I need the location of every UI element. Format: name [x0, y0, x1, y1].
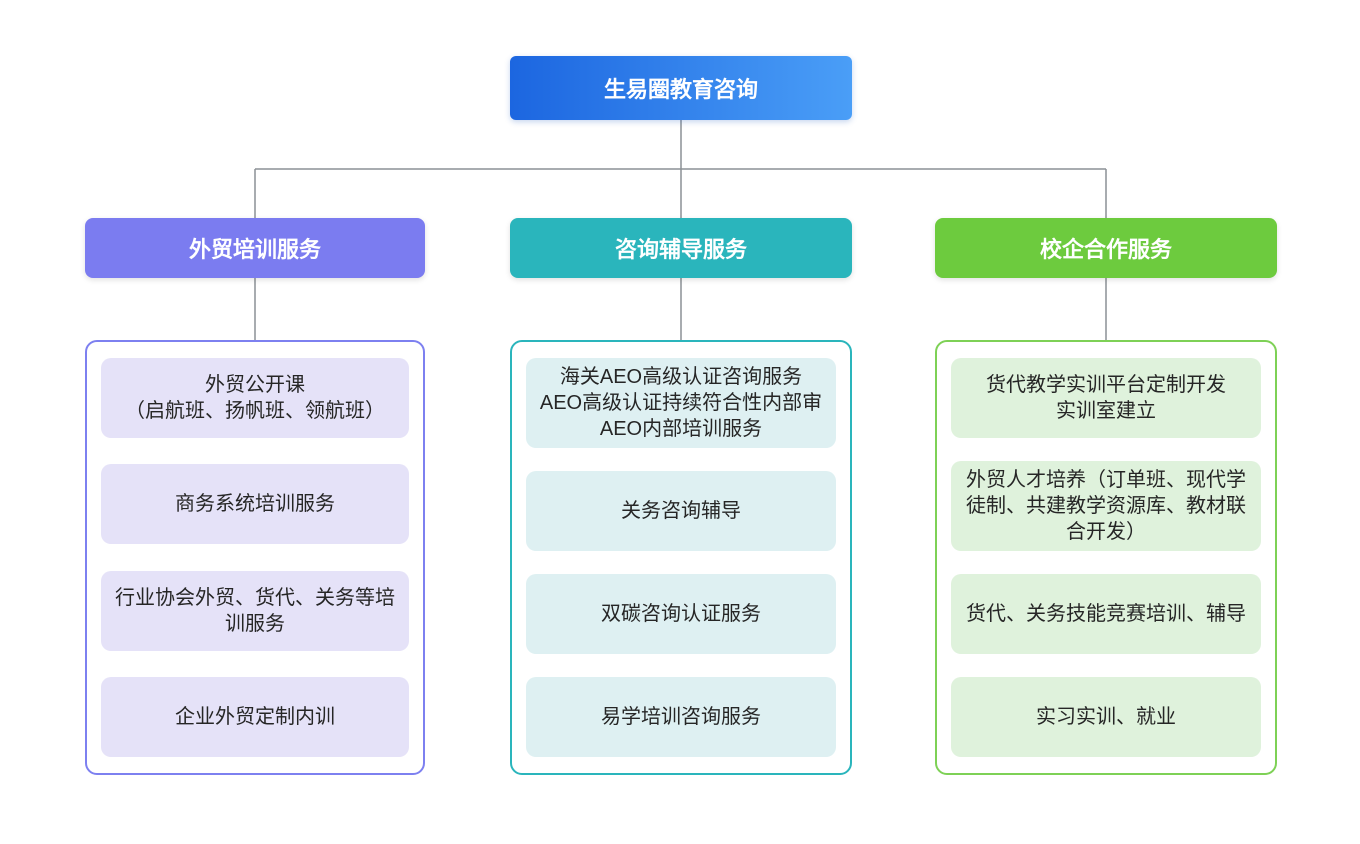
service-item-label: 关务咨询辅导 [621, 500, 741, 522]
service-item: 货代教学实训平台定制开发 实训室建立 [951, 358, 1261, 438]
service-item-label: 外贸公开课 （启航班、扬帆班、领航班） [125, 374, 385, 422]
branch-header-label: 校企合作服务 [1039, 237, 1172, 262]
branch-panel-school-enterprise: 货代教学实训平台定制开发 实训室建立 外贸人才培养（订单班、现代学徒制、共建教学… [935, 340, 1277, 775]
service-item: 企业外贸定制内训 [101, 676, 409, 757]
service-item-label: 外贸人才培养（订单班、现代学徒制、共建教学资源库、教材联合开发） [966, 469, 1246, 543]
service-item: 外贸公开课 （启航班、扬帆班、领航班） [101, 358, 409, 438]
root-node-label: 生易圈教育咨询 [603, 77, 758, 102]
service-item: 海关AEO高级认证咨询服务 AEO高级认证持续符合性内部审 AEO内部培训服务 [526, 358, 836, 448]
service-item: 商务系统培训服务 [101, 464, 409, 545]
branch-header-label: 咨询辅导服务 [614, 237, 747, 262]
branch-header-school-enterprise: 校企合作服务 [935, 218, 1277, 278]
root-node: 生易圈教育咨询 [510, 56, 852, 120]
service-item-label: 货代、关务技能竞赛培训、辅导 [966, 603, 1246, 625]
service-item-label: 海关AEO高级认证咨询服务 AEO高级认证持续符合性内部审 AEO内部培训服务 [539, 366, 823, 440]
service-item-label: 企业外贸定制内训 [175, 705, 335, 728]
service-item: 实习实训、就业 [951, 677, 1261, 757]
service-item-label: 双碳咨询认证服务 [601, 603, 761, 625]
branch-panel-consulting: 海关AEO高级认证咨询服务 AEO高级认证持续符合性内部审 AEO内部培训服务 … [510, 340, 852, 775]
service-item-label: 行业协会外贸、货代、关务等培训服务 [115, 586, 395, 635]
branch-panel-trade-training: 外贸公开课 （启航班、扬帆班、领航班） 商务系统培训服务 行业协会外贸、货代、关… [85, 340, 425, 775]
service-item: 关务咨询辅导 [526, 471, 836, 551]
branch-header-label: 外贸培训服务 [188, 237, 321, 262]
service-item: 货代、关务技能竞赛培训、辅导 [951, 574, 1261, 654]
service-item: 双碳咨询认证服务 [526, 574, 836, 654]
service-item: 易学培训咨询服务 [526, 677, 836, 757]
service-item-label: 实习实训、就业 [1036, 706, 1176, 728]
service-item: 行业协会外贸、货代、关务等培训服务 [101, 570, 409, 651]
service-item: 外贸人才培养（订单班、现代学徒制、共建教学资源库、教材联合开发） [951, 461, 1261, 551]
service-item-label: 易学培训咨询服务 [601, 706, 761, 728]
service-item-label: 货代教学实训平台定制开发 实训室建立 [986, 374, 1226, 422]
service-item-label: 商务系统培训服务 [175, 493, 335, 516]
branch-header-consulting: 咨询辅导服务 [510, 218, 852, 278]
branch-header-trade-training: 外贸培训服务 [85, 218, 425, 278]
